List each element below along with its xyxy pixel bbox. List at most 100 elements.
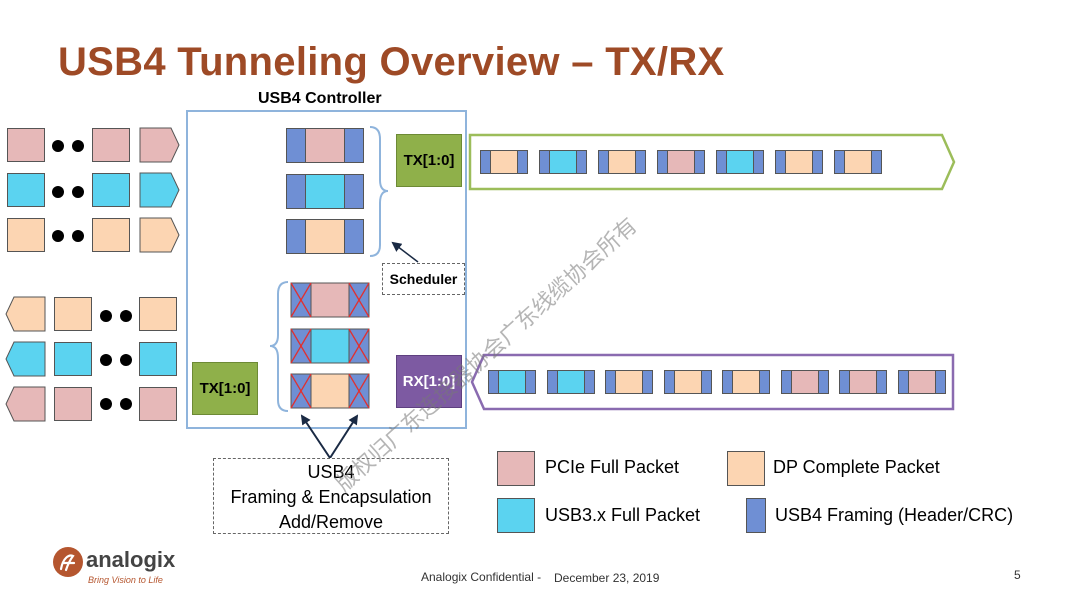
ellipsis-dot [100,354,112,366]
framing-segment [700,370,712,394]
legend-framing-swatch [746,498,766,533]
slide-title: USB4 Tunneling Overview – TX/RX [58,40,725,84]
framing-segment [576,150,587,174]
framing-segment [642,370,653,394]
framing-segment [871,150,882,174]
usb3-payload [726,150,754,174]
ellipsis-dot [100,398,112,410]
framing-segment [876,370,887,394]
analogix-logo: analogix Bring Vision to Life [52,546,212,590]
footer-date: December 23, 2019 [554,571,660,585]
ellipsis-dot [120,354,132,366]
usb3-payload [549,150,577,174]
usb3-payload [556,370,585,394]
legend-framing-label: USB4 Framing (Header/CRC) [775,505,1014,525]
usb3-packet [139,342,177,376]
framing-segment [753,150,764,174]
framing-encapsulation-box: USB4 Framing & Encapsulation Add/Remove [213,458,449,534]
ellipsis-dot [72,140,84,152]
usb3-arrow-packet [139,172,180,208]
framed-usb3-packet [539,150,587,174]
framed-pcie-packet [839,370,887,394]
framed-dp-packet [480,150,528,174]
framing-segment [525,370,536,394]
dp-payload [490,150,518,174]
rx-brace [269,281,289,412]
framing-segment [694,150,705,174]
tx-stream-arrow [468,133,956,191]
framing-segment [759,370,770,394]
page-number: 5 [1014,568,1021,582]
pcie-payload [790,370,819,394]
legend-dp-label: DP Complete Packet [773,457,940,477]
dp-payload [732,370,760,394]
ellipsis-dot [120,398,132,410]
rx-stream-arrow [470,353,955,411]
ellipsis-dot [120,310,132,322]
framing-line-1: USB4 [307,462,355,482]
framed-dp-packet [775,150,823,174]
dp-packet [92,218,130,252]
framed-dp-packet [605,370,653,394]
usb3-packet [54,342,92,376]
tx-left-box: TX[1:0] [192,362,258,415]
framing-segment [583,370,595,394]
framed-dp-packet [286,219,364,254]
legend-usb3-label: USB3.x Full Packet [545,505,701,525]
pcie-arrow-packet [5,386,46,422]
rx-box: RX[1:0] [396,355,462,408]
framing-segment [934,370,946,394]
footer-confidential: Analogix Confidential - [421,570,542,584]
framed-usb3-packet [488,370,536,394]
ellipsis-dot [52,230,64,242]
usb3-payload [498,370,526,394]
legend-dp-swatch [727,451,765,486]
usb3-packet [7,173,45,207]
framed-usb3-packet [286,174,364,209]
dp-packet [54,297,92,331]
framed-pcie-packet [286,128,364,163]
pcie-packet [92,128,130,162]
ellipsis-dot [72,186,84,198]
framed-dp-packet [663,370,712,394]
pcie-packet [54,387,92,421]
framed-pcie-packet [780,370,829,394]
framed-dp-packet [598,150,646,174]
dp-arrow-packet [5,296,46,332]
logo-wordmark: analogix [86,547,176,572]
framing-segment [817,370,829,394]
framing-segment [517,150,528,174]
framing-line-2: Framing & Encapsulation [230,487,432,507]
framed-usb3-packet [716,150,764,174]
analogix-logo-icon [53,547,83,577]
ellipsis-dot [72,230,84,242]
logo-tagline: Bring Vision to Life [88,575,163,585]
tx-brace [369,126,389,257]
framing-segment [635,150,646,174]
ellipsis-dot [52,140,64,152]
framing-line-3: Add/Remove [278,512,384,532]
pcie-payload [907,370,936,394]
legend-pcie-label: PCIe Full Packet [545,457,680,477]
framed-pcie-packet [657,150,705,174]
framed-usb3-packet [546,370,595,394]
usb3-arrow-packet [5,341,46,377]
pcie-payload [849,370,877,394]
tx-box: TX[1:0] [396,134,462,187]
dp-arrow-packet [139,217,180,253]
framed-dp-packet [834,150,882,174]
legend-usb3-swatch [497,498,535,533]
usb3-packet [92,173,130,207]
legend-pcie-swatch [497,451,535,486]
dp-payload [844,150,872,174]
framed-pcie-packet [897,370,946,394]
dp-payload [785,150,813,174]
usb4-controller-label: USB4 Controller [258,90,382,107]
dp-packet [7,218,45,252]
pcie-packet [7,128,45,162]
framed-dp-packet [722,370,770,394]
dp-payload [615,370,643,394]
dp-payload [673,370,702,394]
ellipsis-dot [100,310,112,322]
